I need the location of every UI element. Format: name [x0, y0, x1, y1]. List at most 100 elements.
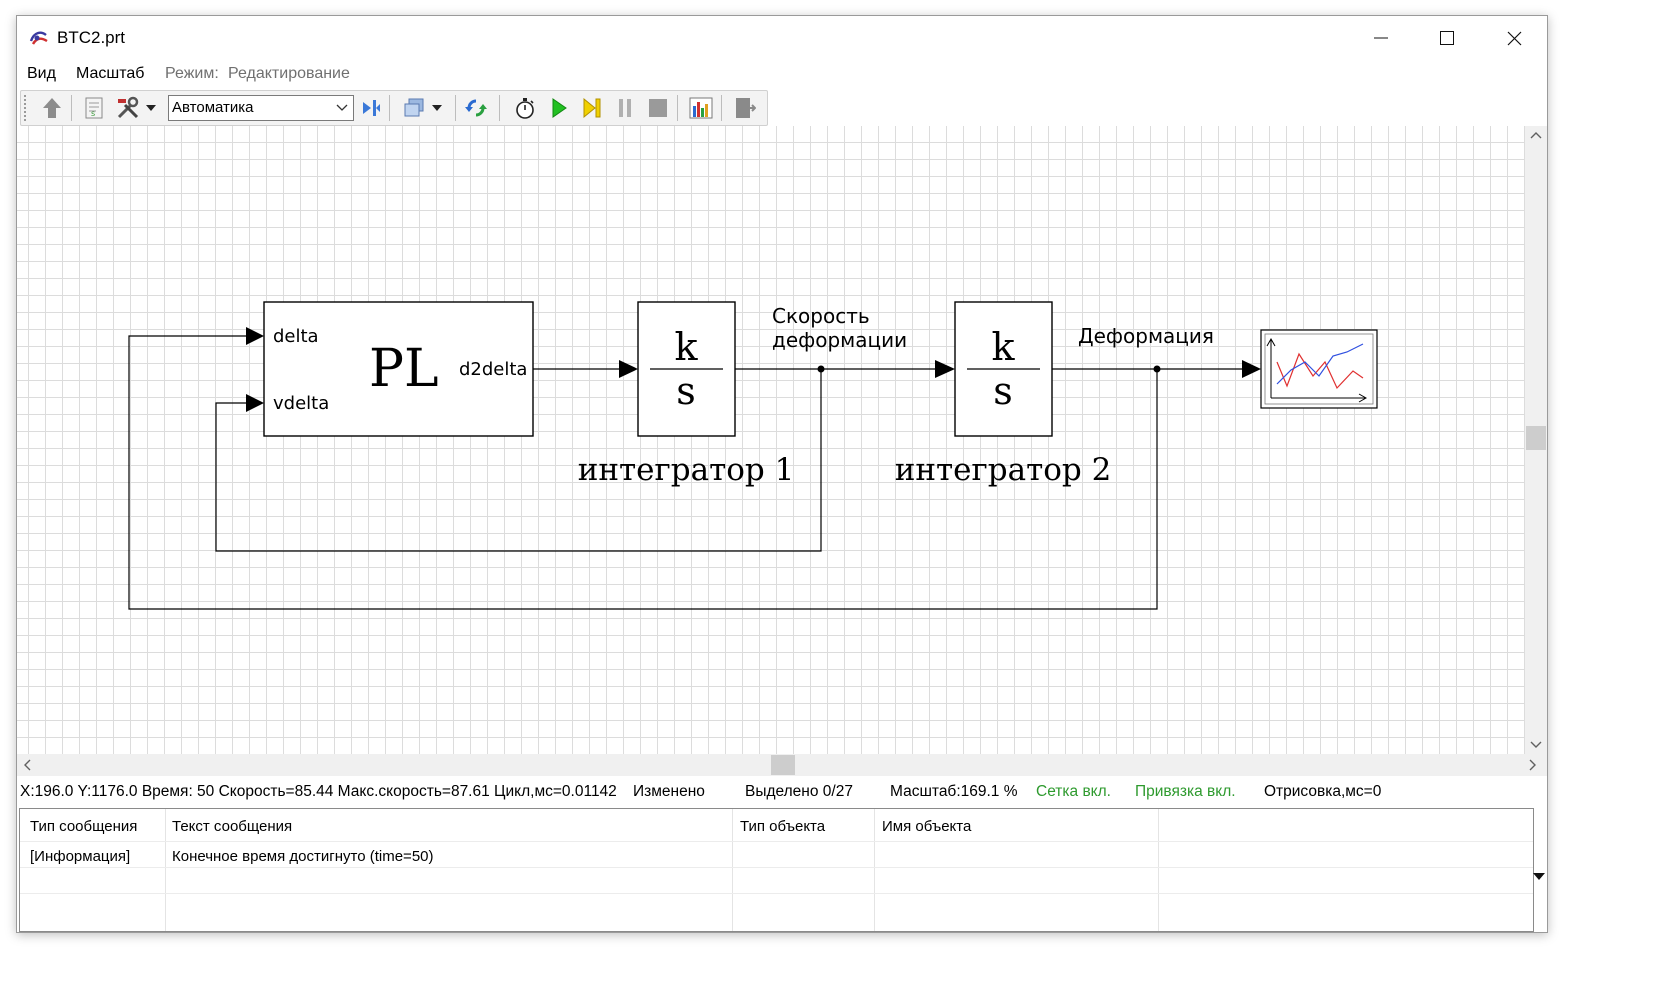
stopwatch-icon[interactable]	[512, 95, 538, 121]
vertical-scroll-thumb[interactable]	[1526, 426, 1546, 450]
step-icon[interactable]	[358, 95, 384, 121]
pl-block-frame	[263, 301, 534, 437]
messages-dropdown-icon[interactable]	[1533, 868, 1545, 886]
bar-chart-icon[interactable]	[688, 95, 714, 121]
toolbar-separator	[71, 95, 72, 121]
integrator-1-caption: интегратор 1	[578, 452, 795, 488]
tools-dropdown-icon[interactable]	[143, 95, 159, 121]
row-divider	[20, 893, 1533, 894]
up-arrow-icon[interactable]	[39, 95, 65, 121]
row-message-type[interactable]: [Информация]	[30, 848, 131, 865]
plot-block-inner-frame	[1264, 333, 1374, 405]
row-message-text[interactable]: Конечное время достигнуто (time=50)	[172, 848, 434, 865]
maximize-button[interactable]	[1414, 16, 1480, 60]
status-scale: Масштаб:169.1 %	[890, 783, 1018, 800]
signal-label-velocity-line2: деформации	[772, 328, 907, 352]
scroll-right-icon[interactable]	[1529, 759, 1537, 774]
menu-bar: Вид Масштаб Режим: Редактирование	[17, 60, 1547, 90]
integrator-1-denominator: s	[676, 369, 696, 413]
toolbar-grip[interactable]	[24, 95, 28, 121]
integrator-2-numerator: k	[991, 325, 1015, 369]
integrator-2-denominator: s	[993, 369, 1013, 413]
column-divider	[732, 809, 733, 931]
document-icon[interactable]: s	[81, 95, 107, 121]
step-forward-icon[interactable]	[579, 95, 605, 121]
toolbar-separator	[499, 95, 500, 121]
category-select[interactable]: Автоматика	[168, 95, 354, 121]
status-bar: X:196.0 Y:1176.0 Время: 50 Скорость=85.4…	[17, 778, 1547, 806]
minimize-button[interactable]	[1348, 16, 1414, 60]
pl-input-vdelta: vdelta	[273, 393, 329, 414]
status-selected: Выделено 0/27	[745, 783, 853, 800]
menu-view[interactable]: Вид	[27, 65, 56, 82]
mode-value: Редактирование	[228, 65, 350, 82]
header-message-text[interactable]: Текст сообщения	[172, 818, 293, 835]
play-icon[interactable]	[546, 95, 572, 121]
arrowheads	[246, 327, 1261, 412]
messages-panel[interactable]: Тип сообщения Текст сообщения Тип объект…	[19, 808, 1534, 932]
scroll-up-icon[interactable]	[1530, 128, 1542, 142]
diagram-canvas[interactable]: PL delta vdelta d2delta k s интегратор 1…	[17, 126, 1525, 754]
toolbar-separator	[389, 95, 390, 121]
integrator-1-numerator: k	[674, 325, 698, 369]
toolbar: s Автоматика	[20, 90, 768, 126]
column-divider	[165, 809, 166, 931]
category-select-value: Автоматика	[172, 99, 254, 116]
svg-text:s: s	[91, 109, 95, 118]
junction-dot-deformation	[1153, 365, 1161, 373]
status-render: Отрисовка,мс=0	[1264, 783, 1382, 800]
arrow-delta-input	[246, 327, 264, 345]
scroll-down-icon[interactable]	[1530, 738, 1542, 752]
close-button[interactable]	[1481, 16, 1547, 60]
vertical-scrollbar[interactable]	[1525, 126, 1547, 754]
app-logo-icon	[29, 29, 49, 47]
pl-block-title: PL	[369, 339, 439, 399]
row-divider	[20, 867, 1533, 868]
arrow-int1-input	[619, 360, 638, 378]
toolbar-separator	[455, 95, 456, 121]
integrator-2-block[interactable]: k s интегратор 2	[895, 301, 1112, 488]
block-diagram: PL delta vdelta d2delta k s интегратор 1…	[128, 301, 1378, 610]
arrow-vdelta-input	[246, 394, 264, 412]
integrator-2-caption: интегратор 2	[895, 452, 1112, 488]
exit-icon[interactable]	[732, 95, 758, 121]
refresh-icon[interactable]	[463, 95, 489, 121]
mode-label: Режим:	[165, 65, 219, 82]
header-message-type[interactable]: Тип сообщения	[30, 818, 138, 835]
wire-deformation-feedback	[128, 335, 1158, 610]
integrator-1-block[interactable]: k s интегратор 1	[578, 301, 795, 488]
tools-icon[interactable]	[115, 95, 141, 121]
signal-label-velocity-line1: Скорость	[772, 304, 870, 328]
pl-block[interactable]: PL delta vdelta d2delta	[263, 301, 534, 437]
column-divider	[874, 809, 875, 931]
junction-dot-velocity	[817, 365, 825, 373]
chevron-down-icon[interactable]	[331, 96, 353, 120]
header-object-type[interactable]: Тип объекта	[740, 818, 826, 835]
pl-input-delta: delta	[273, 326, 319, 347]
pause-icon[interactable]	[612, 95, 638, 121]
title-bar: BTC2.prt	[17, 16, 1547, 60]
status-snap[interactable]: Привязка вкл.	[1135, 783, 1236, 800]
scroll-left-icon[interactable]	[23, 759, 31, 774]
toolbar-separator	[721, 95, 722, 121]
arrow-plot-input	[1242, 360, 1261, 378]
toolbar-separator	[677, 95, 678, 121]
wires	[128, 335, 1242, 610]
pl-output-d2delta: d2delta	[459, 359, 527, 380]
plot-block[interactable]	[1260, 329, 1378, 409]
signal-label-deformation: Деформация	[1078, 324, 1214, 348]
layers-dropdown-icon[interactable]	[429, 95, 445, 121]
horizontal-scroll-thumb[interactable]	[771, 755, 795, 775]
main-window: BTC2.prt Вид Масштаб Режим: Редактирован…	[16, 15, 1548, 933]
arrow-int2-input	[935, 360, 955, 378]
header-object-name[interactable]: Имя объекта	[882, 818, 972, 835]
horizontal-scrollbar[interactable]	[17, 754, 1547, 776]
row-divider	[20, 841, 1533, 842]
window-title: BTC2.prt	[57, 28, 126, 47]
layers-icon[interactable]	[401, 95, 427, 121]
status-changed: Изменено	[633, 783, 705, 800]
menu-scale[interactable]: Масштаб	[76, 65, 145, 82]
status-grid[interactable]: Сетка вкл.	[1036, 783, 1111, 800]
stop-icon[interactable]	[645, 95, 671, 121]
status-coords-time: X:196.0 Y:1176.0 Время: 50 Скорость=85.4…	[20, 783, 617, 800]
